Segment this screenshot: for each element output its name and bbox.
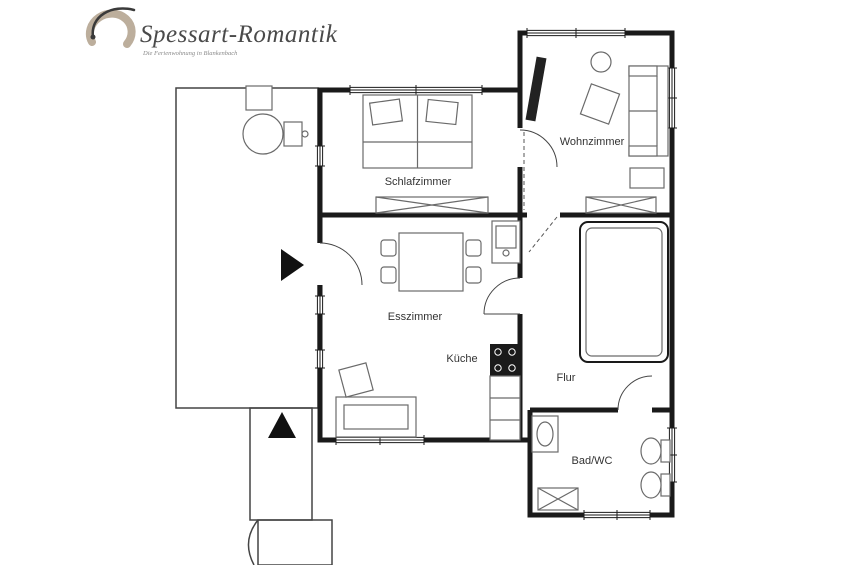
brand-logo: Spessart-Romantik Die Ferienwohnung in B… [85,7,338,57]
logo-subtitle: Die Ferienwohnung in Blankenbach [142,50,237,57]
label-esszimmer: Esszimmer [388,311,443,323]
logo-title: Spessart-Romantik [140,21,338,48]
window-bottom-bad [583,510,651,520]
interior-wall-bad [527,407,672,440]
window-schlafzimmer [349,85,483,95]
label-wohnzimmer: Wohnzimmer [560,136,625,148]
window-left-3 [315,349,325,369]
terrace [175,85,319,409]
staircase [247,407,333,565]
window-right-wohnzimmer [667,67,677,129]
radiator-wohnzimmer [585,196,657,214]
dining-table [380,232,482,292]
sofa-wohnzimmer [628,65,669,189]
flur-wardrobe [579,221,669,363]
terrace-grill-knob [301,130,309,138]
label-schlafzimmer: Schlafzimmer [385,176,452,188]
walls [317,30,675,518]
door-esszimmer-arc [483,277,521,315]
double-bed [362,94,473,169]
terrace-planter [245,85,273,111]
toilet [640,437,671,465]
chair-esszimmer [338,362,374,398]
door-gap [315,243,325,285]
tv-board [525,56,547,122]
radiator-schlafzimmer [375,196,489,214]
label-flur: Flur [557,372,576,384]
bathroom-sink [531,415,559,453]
window-left-1 [315,145,325,167]
label-bad-wc: Bad/WC [572,455,613,467]
entry-arrow-icon [281,249,304,281]
logo-swirl-icon [85,9,136,48]
stairs-up-arrow-icon [268,412,296,438]
sofa-esszimmer [335,396,417,438]
window-left-2 [315,295,325,315]
terrace-round-table [242,113,284,155]
window-wohnzimmer [526,28,626,38]
kitchen-appliance-column [489,375,521,441]
bidet [640,471,671,499]
logo-comet-head [90,34,96,40]
room-labels: Schlafzimmer Wohnzimmer Esszimmer Küche … [385,136,625,467]
doors [315,129,653,411]
windows [315,28,677,520]
label-kueche: Küche [446,353,477,365]
door-wohnzimmer-arc [519,129,558,168]
stairs-curve [247,519,259,565]
stairs-lower-flight [257,519,333,565]
kitchen-sink-counter [491,220,521,264]
door-bad-arc [617,375,653,411]
door-flur-leaf [528,216,558,253]
armchair-wohnzimmer [579,51,621,125]
terrace-grill [283,121,303,147]
furniture [335,51,671,511]
kitchen-stove [490,344,520,376]
door-terrace-arc [319,242,363,286]
radiator-bad [537,487,579,511]
logo-comet-icon [91,7,136,39]
